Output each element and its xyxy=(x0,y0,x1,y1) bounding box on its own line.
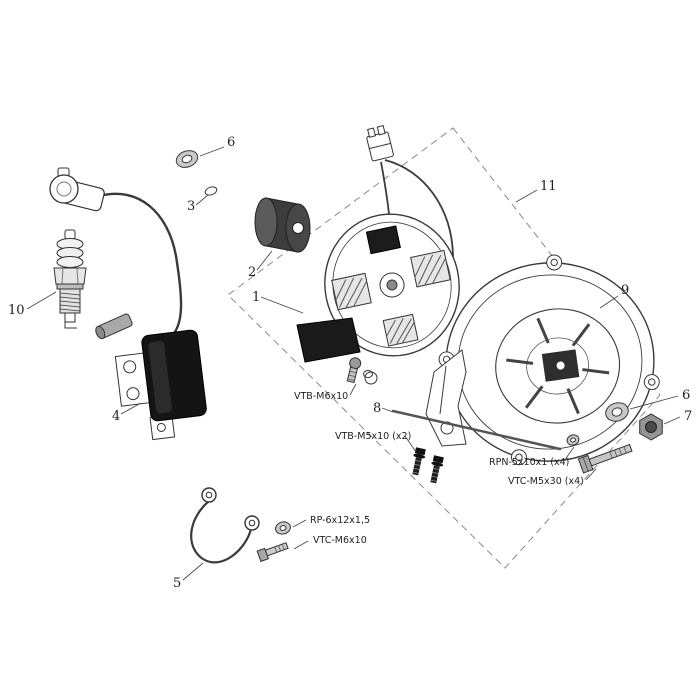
leader-lines xyxy=(26,146,681,581)
bolt-vtc-m5x30 xyxy=(577,443,633,474)
bolt-vtb-m6x10 xyxy=(346,357,362,384)
callout-2: 2 xyxy=(248,265,256,280)
clip-item3 xyxy=(204,186,218,196)
callout-8: 8 xyxy=(373,401,381,416)
callout-4: 4 xyxy=(112,409,120,424)
label-vtb-m6x10: VTB-M6x10 xyxy=(294,391,348,402)
callout-9: 9 xyxy=(621,283,629,298)
callout-10: 10 xyxy=(8,303,25,318)
spark-plug xyxy=(49,167,183,338)
stator-plate-assembly xyxy=(296,125,460,385)
ground-cable xyxy=(190,487,260,564)
washer-item6-top xyxy=(175,150,199,168)
assembly-dashed-boundary xyxy=(227,127,661,569)
washer-small xyxy=(363,370,373,378)
callout-7: 7 xyxy=(684,409,692,424)
washer-rpn xyxy=(566,434,580,446)
bolt-vtc-m6x10 xyxy=(256,542,289,563)
callout-11: 11 xyxy=(540,179,557,194)
callout-6-right: 6 xyxy=(682,388,690,403)
label-rp-6x12x1-5: RP-6x12x1,5 xyxy=(310,515,370,526)
source-coil-cylinder xyxy=(254,197,311,253)
screws-vtb-m5x10 xyxy=(412,447,444,484)
callout-3: 3 xyxy=(187,199,195,214)
ignition-coil xyxy=(114,329,207,441)
wire-connector xyxy=(366,125,394,162)
rod-item8 xyxy=(391,409,562,451)
nut-item7 xyxy=(639,413,663,441)
label-vtc-m6x10: VTC-M6x10 xyxy=(313,535,367,546)
label-vtc-m5x30-x4: VTC-M5x30 (x4) xyxy=(508,476,584,487)
callout-5: 5 xyxy=(173,576,181,591)
callout-1: 1 xyxy=(252,290,260,305)
washer-item6-right xyxy=(605,402,629,422)
washer-rp xyxy=(275,521,291,535)
label-vtb-m5x10-x2: VTB-M5x10 (x2) xyxy=(335,431,411,442)
cover-bracket xyxy=(425,349,467,447)
label-rpn-5x10x1-x4: RPN-5x10x1 (x4) xyxy=(489,457,569,468)
coil-connector xyxy=(95,313,133,340)
callout-6-top: 6 xyxy=(227,135,235,150)
